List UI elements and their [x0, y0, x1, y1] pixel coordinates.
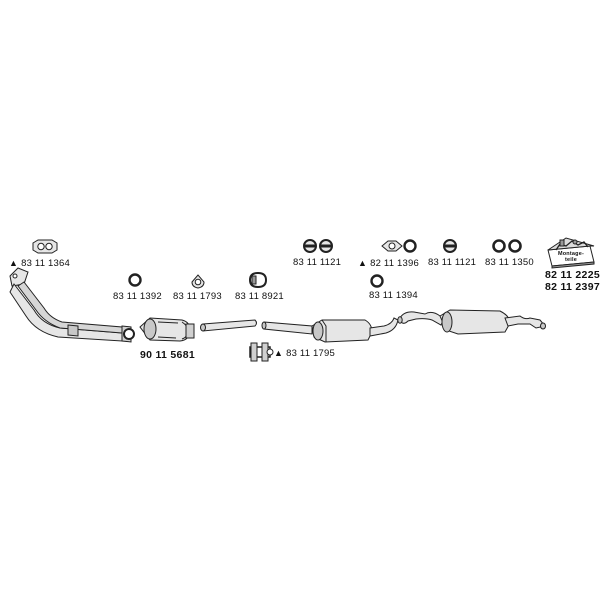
- part-number: 83 11 1364: [21, 258, 70, 269]
- label-ring-b: 83 11 1394: [369, 290, 418, 301]
- label-gasket-triangle: 83 11 1793: [173, 291, 222, 302]
- label-gasket-manifold: ▲83 11 1364: [9, 258, 70, 269]
- intermediate-pipe: [200, 319, 257, 332]
- mounting-kit-box-icon: [547, 237, 595, 269]
- part-number: 82 11 1396: [370, 258, 419, 269]
- catalyst-converter: [139, 317, 195, 342]
- rubber-mount-pair-icon: [303, 239, 333, 253]
- clamp-icon: [248, 271, 268, 289]
- label-ring-pair: 83 11 1350: [485, 257, 534, 268]
- middle-silencer: [261, 317, 399, 343]
- ring-pair-icon: [492, 239, 522, 253]
- flange-gasket-icon: [381, 239, 417, 253]
- part-number: 83 11 1795: [286, 348, 335, 359]
- label-clamp-a: 83 11 8921: [235, 291, 284, 302]
- label-gasket-pair: ▲82 11 1396: [358, 258, 419, 269]
- triangle-marker-icon: ▲: [358, 258, 368, 268]
- label-ring-a: 83 11 1392: [113, 291, 162, 302]
- label-mounting-kit-1: 82 11 2225: [545, 269, 600, 281]
- mounting-kit-box-label: Montage-teile: [557, 251, 585, 263]
- ring-small-icon: [370, 274, 384, 288]
- label-rubber-pair-b: 83 11 1121: [428, 257, 477, 268]
- label-clamp-b: ▲83 11 1795: [274, 348, 335, 359]
- ring-icon: [128, 273, 142, 287]
- label-rubber-pair-a: 83 11 1121: [293, 257, 342, 268]
- rubber-mount-icon: [443, 239, 457, 253]
- pipe-clamp-icon: [249, 342, 274, 362]
- joint-ring-icon: [123, 328, 135, 340]
- triangle-marker-icon: ▲: [274, 348, 284, 358]
- triangle-gasket-icon: [191, 274, 205, 289]
- label-mounting-kit-2: 82 11 2397: [545, 281, 600, 293]
- triangle-marker-icon: ▲: [9, 258, 19, 268]
- rear-silencer: [397, 309, 546, 335]
- label-catalyst: 90 11 5681: [140, 349, 195, 361]
- manifold-gasket-icon: [32, 239, 58, 254]
- front-pipe: [9, 267, 132, 343]
